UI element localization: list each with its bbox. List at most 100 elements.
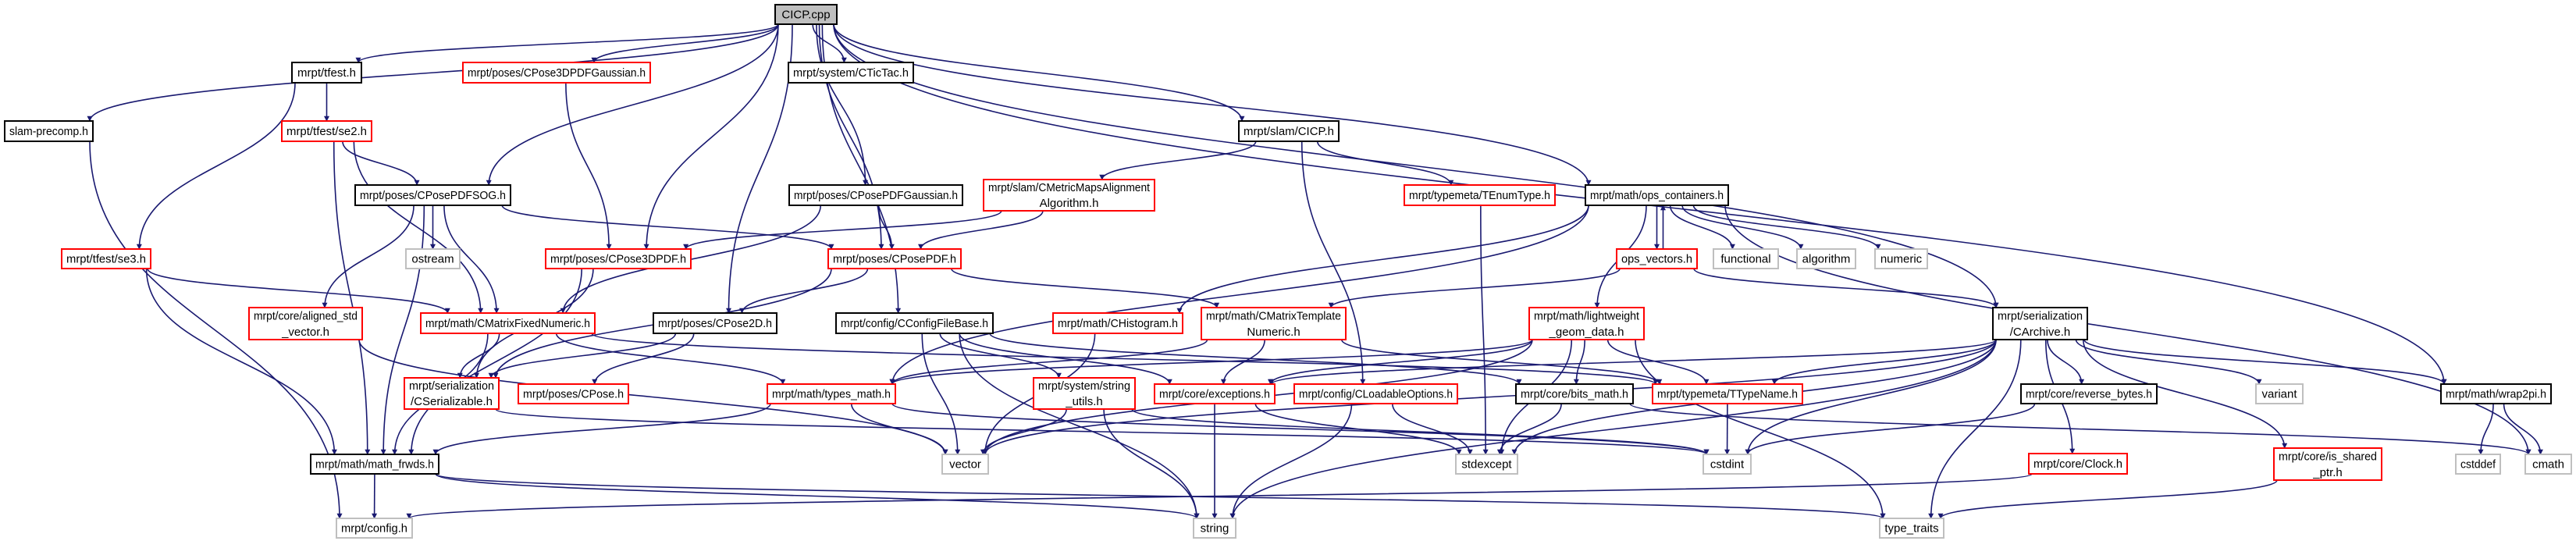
node-box (1652, 383, 1803, 404)
edge-wrap2pi-to-cmath (2503, 403, 2543, 455)
edge-cicp_h-to-cmaa (1099, 141, 1257, 180)
node-se2[interactable]: mrpt/tfest/se2.h (281, 120, 372, 142)
node-label: mrpt/math/CMatrixFixedNumeric.h (425, 317, 590, 330)
edge-archive-to-revbytes (2047, 339, 2085, 385)
node-functional[interactable]: functional (1713, 248, 1779, 269)
node-revbytes[interactable]: mrpt/core/reverse_bytes.h (2020, 383, 2158, 404)
node-cicp-cpp[interactable]: CICP.cpp (774, 4, 838, 25)
edge-opsc-to-hist (1176, 205, 1589, 314)
edge-se2-to-mathfrwds (333, 141, 371, 455)
node-slamprecomp[interactable]: slam-precomp.h (4, 120, 94, 142)
node-p3dpdf[interactable]: mrpt/poses/CPose3DPDF.h (545, 248, 692, 269)
node-cicp-h[interactable]: mrpt/slam/CICP.h (1238, 120, 1340, 142)
edge-opsv-to-archive (1693, 268, 1999, 308)
node-cmaa[interactable]: mrpt/slam/CMetricMapsAlignmentAlgorithm.… (983, 179, 1155, 212)
node-box (248, 307, 363, 340)
node-clock[interactable]: mrpt/core/Clock.h (2028, 453, 2128, 475)
node-bitsmath[interactable]: mrpt/core/bits_math.h (1515, 383, 1634, 404)
edge-clock-to-config (406, 473, 2033, 519)
node-sog[interactable]: mrpt/poses/CPosePDFSOG.h (354, 184, 511, 206)
node-label: mrpt/math/types_math.h (772, 388, 891, 401)
node-tfest[interactable]: mrpt/tfest.h (291, 62, 362, 84)
edge-opsc-to-numeric (1692, 205, 1881, 250)
node-typetraits[interactable]: type_traits (1879, 518, 1944, 539)
node-p3dpdfg[interactable]: mrpt/poses/CPose3DPDFGaussian.h (462, 62, 651, 84)
edge-cicp_cpp-to-opsc (833, 23, 1592, 186)
node-label: ops_vectors.h (1621, 253, 1692, 266)
node-box (291, 62, 362, 84)
node-numeric[interactable]: numeric (1874, 248, 1928, 269)
node-box (405, 248, 461, 269)
node-cmfn[interactable]: mrpt/math/CMatrixFixedNumeric.h (420, 312, 596, 334)
node-cstdint[interactable]: cstdint (1703, 454, 1752, 475)
edge-ppdf-to-pose2d (739, 268, 869, 314)
edge-archive-to-wrap2pi (2083, 339, 2447, 385)
node-cmath[interactable]: cmath (2524, 454, 2572, 475)
node-box (1616, 248, 1698, 269)
edge-cmtn-to-typesmath (889, 339, 1208, 385)
edge-archive-to-cstdint (1745, 339, 1997, 455)
node-label: /CArchive.h (2010, 326, 2071, 339)
node-string[interactable]: string (1193, 518, 1236, 539)
node-hist[interactable]: mrpt/math/CHistogram.h (1052, 312, 1183, 334)
node-tenum[interactable]: mrpt/typemeta/TEnumType.h (1404, 184, 1556, 206)
edge-cmfn-to-ttypename (591, 333, 1659, 385)
node-isshared[interactable]: mrpt/core/is_shared_ptr.h (2273, 447, 2382, 481)
edge-cicp_cpp-to-sog (486, 23, 779, 186)
node-archive[interactable]: mrpt/serialization/CArchive.h (1992, 307, 2088, 340)
node-mathfrwds[interactable]: mrpt/math/math_frwds.h (310, 454, 439, 475)
node-se3[interactable]: mrpt/tfest/se3.h (61, 248, 151, 269)
node-label: variant (2261, 388, 2297, 401)
node-typesmath[interactable]: mrpt/math/types_math.h (767, 383, 896, 404)
node-box (1713, 248, 1779, 269)
node-ppdfg[interactable]: mrpt/poses/CPosePDFGaussian.h (788, 184, 963, 206)
node-label: mrpt/math/math_frwds.h (315, 458, 434, 472)
node-cstddef[interactable]: cstddef (2455, 454, 2501, 475)
node-lwgd[interactable]: mrpt/math/lightweight_geom_data.h (1528, 307, 1645, 340)
node-cfgbase[interactable]: mrpt/config/CConfigFileBase.h (835, 312, 994, 334)
node-box (1796, 248, 1856, 269)
edge-cfgbase-to-bitsmath (989, 333, 1522, 385)
node-opsv[interactable]: ops_vectors.h (1616, 248, 1698, 269)
node-wrap2pi[interactable]: mrpt/math/wrap2pi.h (2440, 383, 2552, 404)
node-box (774, 4, 838, 25)
node-box (788, 62, 914, 84)
node-stdexcept[interactable]: stdexcept (1455, 454, 1518, 475)
node-algorithm[interactable]: algorithm (1796, 248, 1856, 269)
node-cpose[interactable]: mrpt/poses/CPose.h (518, 383, 629, 404)
node-aligned[interactable]: mrpt/core/aligned_std_vector.h (248, 307, 363, 340)
node-strutils[interactable]: mrpt/system/string_utils.h (1033, 377, 1136, 410)
node-box (1193, 518, 1236, 539)
edge-tfest-to-se3 (136, 82, 296, 250)
node-label: mrpt/typemeta/TEnumType.h (1409, 189, 1550, 202)
node-box (1404, 184, 1556, 206)
node-label: mrpt/config/CLoadableOptions.h (1299, 388, 1453, 401)
node-serial[interactable]: mrpt/serialization/CSerializable.h (404, 377, 500, 410)
edge-cmaa-to-p3dpdf (683, 210, 1002, 250)
node-loadopts[interactable]: mrpt/config/CLoadableOptions.h (1293, 383, 1458, 404)
edge-cfgbase-to-strutils (939, 333, 1062, 379)
edge-typesmath-to-vector (850, 403, 948, 455)
node-vector[interactable]: vector (941, 454, 989, 475)
edge-lwgd-to-ttypename (1606, 339, 1710, 385)
edge-ppdf-to-cmtn (951, 268, 1220, 308)
node-exceptions[interactable]: mrpt/core/exceptions.h (1154, 383, 1276, 404)
edge-archive-to-ttypename (1771, 339, 1997, 385)
node-label: mrpt/poses/CPose3DPDFGaussian.h (468, 66, 646, 80)
node-ostream[interactable]: ostream (405, 248, 461, 269)
node-pose2d[interactable]: mrpt/poses/CPose2D.h (653, 312, 777, 334)
node-tictac[interactable]: mrpt/system/CTicTac.h (788, 62, 914, 84)
edge-lwgd-to-bitsmath (1573, 339, 1585, 385)
edge-loadopts-to-string (1229, 403, 1353, 519)
node-config[interactable]: mrpt/config.h (336, 518, 413, 539)
node-variant[interactable]: variant (2255, 383, 2304, 404)
node-label: mrpt/math/wrap2pi.h (2446, 388, 2546, 401)
node-label: cmath (2532, 458, 2564, 472)
node-opsc[interactable]: mrpt/math/ops_containers.h (1585, 184, 1729, 206)
node-label: Numeric.h (1247, 326, 1300, 339)
node-ppdf[interactable]: mrpt/poses/CPosePDF.h (827, 248, 962, 269)
node-ttypename[interactable]: mrpt/typemeta/TTypeName.h (1652, 383, 1803, 404)
node-box (61, 248, 151, 269)
edge-sog-to-aligned (322, 205, 415, 308)
